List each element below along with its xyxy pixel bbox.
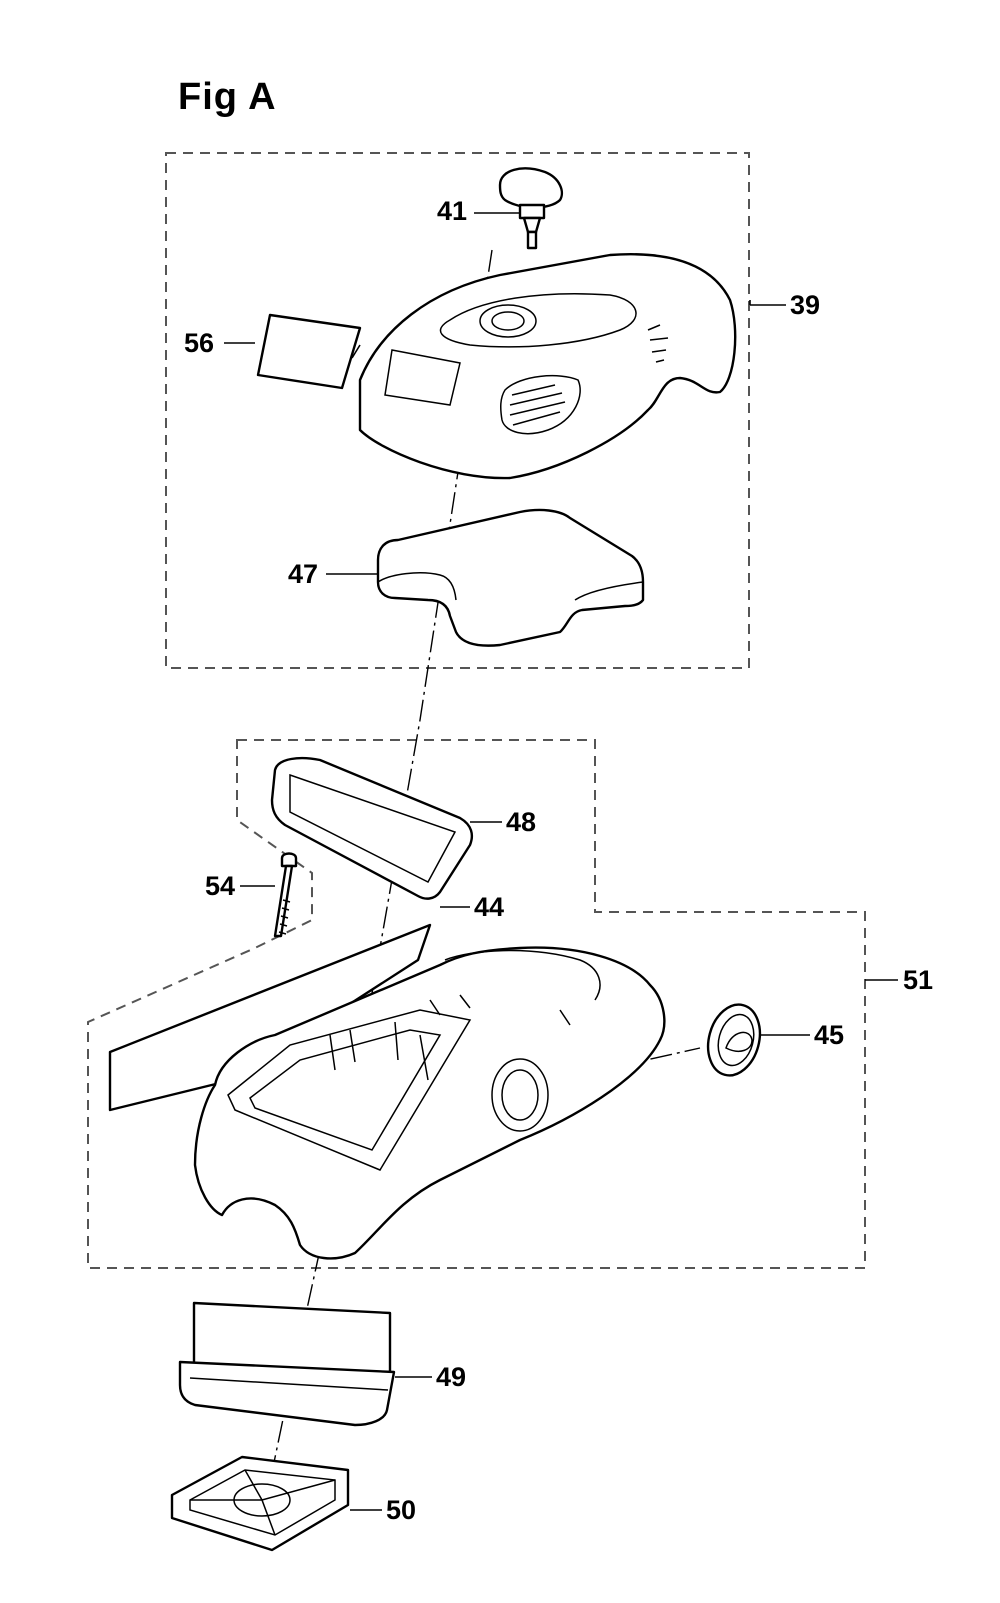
callout-41: 41 — [437, 196, 468, 226]
callout-50: 50 — [386, 1495, 417, 1525]
callout-56: 56 — [184, 328, 215, 358]
assembly-box-51 — [87, 739, 866, 1269]
top-cover-part-39 — [358, 253, 737, 480]
leader-39 — [749, 300, 786, 306]
callout-48: 48 — [506, 807, 537, 837]
knob-cap-part-45 — [706, 1003, 762, 1077]
knob-part-41 — [498, 167, 564, 250]
gasket-part-48 — [270, 756, 474, 900]
leader-56 — [224, 342, 361, 359]
assembly-box-39 — [165, 152, 750, 669]
label-part-56 — [256, 313, 362, 390]
air-filter-part-49 — [178, 1301, 396, 1427]
figure-title: Fig A — [178, 76, 277, 118]
callout-49: 49 — [436, 1362, 467, 1392]
callout-39: 39 — [790, 290, 821, 320]
filter-base-part-50 — [170, 1455, 350, 1552]
callout-47: 47 — [288, 559, 319, 589]
callout-45: 45 — [814, 1020, 845, 1050]
base-housing-part-51 — [193, 946, 666, 1260]
callout-51: 51 — [903, 965, 934, 995]
callout-54: 54 — [205, 871, 236, 901]
callout-44: 44 — [474, 892, 505, 922]
filter-pad-part-47 — [376, 508, 645, 647]
screw-part-54 — [273, 852, 298, 938]
